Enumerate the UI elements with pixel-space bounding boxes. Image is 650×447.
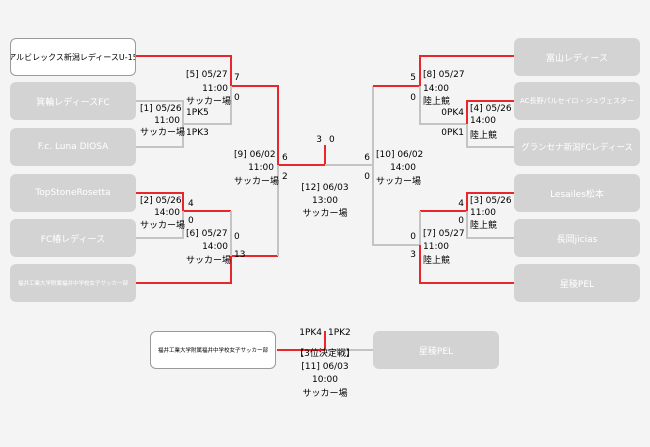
team-minowa[interactable]: 箕輪レディースFC (10, 82, 136, 120)
m2-no: [2] 05/26 (140, 196, 182, 206)
m2-score-bot: 0 (188, 216, 194, 226)
m3-no: [3] 05/26 (470, 196, 512, 206)
m2-score-top: 4 (188, 199, 194, 209)
line-m8-loser (419, 86, 467, 125)
line-m4-winner (466, 100, 514, 124)
team-seiryo[interactable]: 星稜PEL (514, 264, 640, 302)
team-jicias[interactable]: 長岡jicias (514, 219, 640, 257)
line-m5-loser (183, 86, 232, 125)
m4-no: [4] 05/26 (470, 104, 512, 114)
m1-score-top: 1PK5 (186, 108, 209, 118)
m7-time: 11:00 (423, 242, 449, 252)
m10-score-bot: 0 (364, 172, 370, 182)
m4-score-top: 0PK4 (441, 108, 464, 118)
line-m10-b (372, 165, 420, 246)
m10-time: 14:00 (390, 163, 416, 173)
m9-score-bot: 2 (282, 172, 288, 182)
line-m3-winner (420, 192, 514, 212)
team-luna[interactable]: F.c. Luna DIOSA (10, 128, 136, 166)
m12-score-left: 3 (316, 135, 322, 145)
m1-venue: サッカー場 (140, 128, 186, 138)
m11-score-right: 1PK2 (328, 328, 351, 338)
line-m2-loser (136, 211, 184, 239)
m1-score-bot: 1PK3 (186, 128, 209, 138)
line-m8-winner (373, 55, 514, 87)
team-lesailes[interactable]: Lesailes松本 (514, 174, 640, 212)
m7-venue: 陸上競 (423, 256, 451, 266)
m6-score-bot: 13 (234, 250, 246, 260)
line-m2-winner (136, 192, 231, 212)
m9-venue: サッカー場 (234, 177, 280, 187)
m1-no: [1] 05/26 (140, 104, 182, 114)
m9-time: 11:00 (248, 163, 274, 173)
m11-venue: サッカー場 (302, 389, 348, 399)
m2-time: 14:00 (154, 208, 180, 218)
team-fukui[interactable]: 福井工業大学附属福井中学校女子サッカー部 (10, 264, 136, 302)
m4-score-bot: 0PK1 (441, 128, 464, 138)
m5-score-top: 7 (234, 73, 240, 83)
m3-score-bot: 0 (458, 216, 464, 226)
m1-time: 11:00 (154, 116, 180, 126)
m6-time: 14:00 (202, 242, 228, 252)
m11-time: 10:00 (312, 375, 338, 385)
m8-score-bot: 0 (410, 93, 416, 103)
m8-time: 14:00 (423, 84, 449, 94)
m12-score-right: 0 (329, 135, 335, 145)
m3-score-top: 4 (458, 199, 464, 209)
m8-score-top: 5 (410, 73, 416, 83)
m7-score-top: 0 (410, 232, 416, 242)
m12-no: [12] 06/03 (301, 183, 349, 193)
line-m6-winner (136, 255, 278, 284)
m6-no: [6] 05/27 (186, 229, 228, 239)
m5-venue: サッカー場 (186, 97, 232, 107)
team-parceiro[interactable]: AC長野パルセイロ・ジュヴェスター (514, 82, 640, 120)
m6-score-top: 0 (234, 232, 240, 242)
m7-no: [7] 05/27 (423, 229, 465, 239)
m5-no: [5] 05/27 (186, 70, 228, 80)
team-toyama[interactable]: 富山レディース (514, 38, 640, 76)
m3-time: 11:00 (470, 208, 496, 218)
m10-venue: サッカー場 (376, 177, 422, 187)
m5-time: 11:00 (202, 84, 228, 94)
team-topstone[interactable]: TopStoneRosetta (10, 174, 136, 212)
m11-no: [11] 06/03 (301, 362, 349, 372)
team-3p-seiryo[interactable]: 星稜PEL (373, 331, 499, 369)
line-m4-loser (466, 124, 514, 148)
line-m3-loser (466, 211, 514, 239)
m11-title: 【3位決定戦】 (295, 349, 355, 359)
team-3p-fukui[interactable]: 福井工業大学附属福井中学校女子サッカー部 (150, 331, 276, 369)
m4-venue: 陸上競 (470, 131, 498, 141)
m9-no: [9] 06/02 (234, 150, 276, 160)
m3-venue: 陸上競 (470, 221, 498, 231)
m12-venue: サッカー場 (302, 209, 348, 219)
m11-score-left: 1PK4 (299, 328, 322, 338)
line-m7-winner (419, 245, 514, 284)
team-tsubaki[interactable]: FC椿レディース (10, 219, 136, 257)
m7-score-bot: 3 (410, 250, 416, 260)
m5-score-bot: 0 (234, 93, 240, 103)
m8-venue: 陸上競 (423, 97, 451, 107)
m2-venue: サッカー場 (140, 221, 186, 231)
m9-score-top: 6 (282, 153, 288, 163)
team-grandsena[interactable]: グランセナ新潟FCレディース (514, 128, 640, 166)
m8-no: [8] 05/27 (423, 70, 465, 80)
m6-venue: サッカー場 (186, 256, 232, 266)
m4-time: 14:00 (470, 116, 496, 126)
m10-score-top: 6 (364, 153, 370, 163)
m10-no: [10] 06/02 (376, 150, 424, 160)
line-m5-winner (136, 55, 325, 166)
m12-time: 13:00 (312, 196, 338, 206)
team-albirex[interactable]: アルビレックス新潟レディースU-15 (10, 38, 136, 76)
